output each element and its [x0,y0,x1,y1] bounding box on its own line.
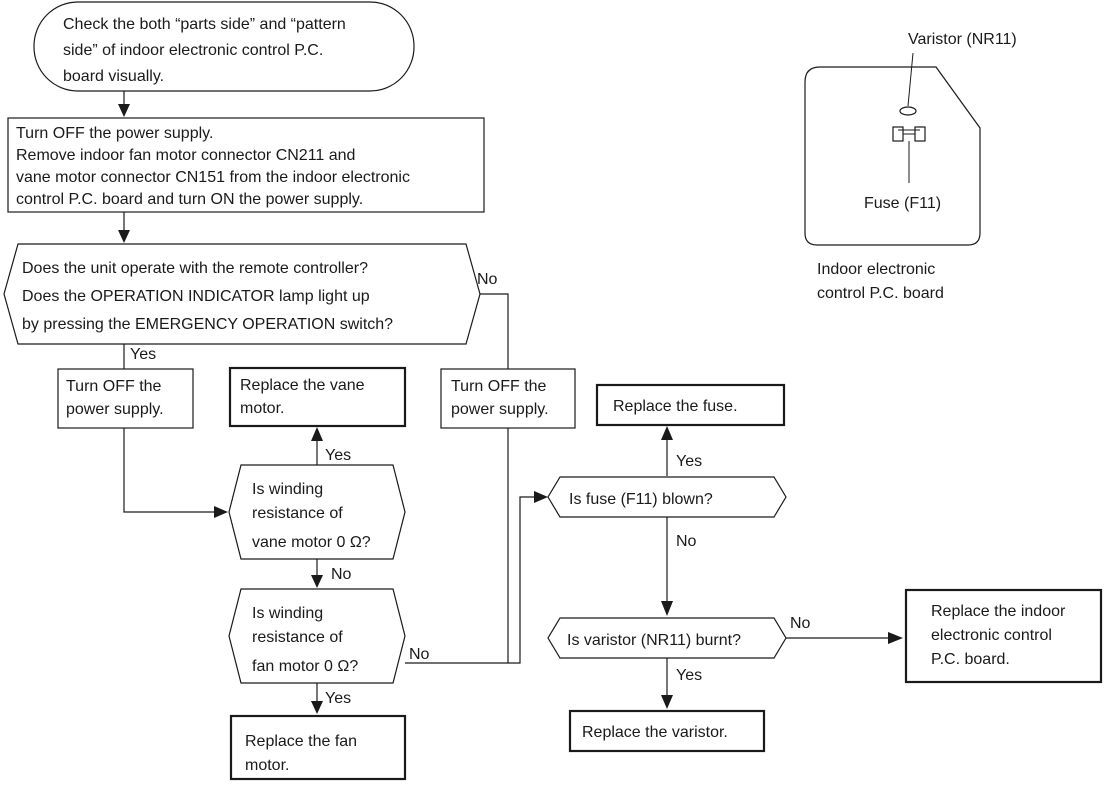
replace-fan-line-2: motor. [245,757,289,774]
step-power-off-line-2: Remove indoor fan motor connector CN211 … [16,147,355,164]
label-fuse-yes: Yes [676,453,702,470]
board-caption-line-1: Indoor electronic [817,261,935,278]
arrow-fuse-yes [661,426,673,440]
label-operate-no: No [477,271,498,288]
step-power-off-shape [7,117,485,213]
arrow-fan-yes [311,701,323,714]
fuse-callout-label: Fuse (F11) [864,195,941,212]
varistor-callout-label: Varistor (NR11) [908,31,1017,48]
decision-varistor-shape [547,617,787,659]
power-off-mid-box: Turn OFF the power supply. [440,368,576,429]
power-off-left-line-2: power supply. [66,401,164,418]
connector-left-to-vane [123,428,216,513]
decision-fuse-shape [547,476,787,518]
arrow-varistor-no [888,632,903,644]
decision-fan-motor: Is winding resistance of fan motor 0 Ω? [228,588,406,684]
label-fan-no: No [409,646,430,663]
power-off-mid-line-2: power supply. [451,401,549,418]
replace-vane-line-1: Replace the vane [240,377,365,394]
step-power-off-line-1: Turn OFF the power supply. [16,125,213,142]
label-varistor-yes: Yes [676,667,702,684]
replace-fuse-box: Replace the fuse. [595,383,786,427]
replace-board-shape [904,588,1103,684]
decision-fuse: Is fuse (F11) blown? [547,476,787,518]
decision-vane-motor: Is winding resistance of vane motor 0 Ω? [228,464,406,560]
replace-fuse-line-1: Replace the fuse. [613,398,738,415]
replace-varistor-shape [568,709,766,753]
connector-to-fuse-decision [508,496,536,664]
replace-varistor-line-1: Replace the varistor. [582,724,728,741]
decision-vane-motor-shape [228,464,406,560]
arrow-fuse-no [661,601,673,616]
decision-fuse-line-1: Is fuse (F11) blown? [569,491,713,508]
arrow-varistor-yes [661,695,673,709]
decision-fan-line-2: resistance of [252,629,343,646]
decision-unit-operates: Does the unit operate with the remote co… [3,243,481,345]
replace-fan-box: Replace the fan motor. [229,714,407,781]
label-fuse-no: No [676,533,697,550]
pc-board-illustration: Varistor (NR11) Fuse (F11) Indoor electr… [804,31,1017,302]
connector-operate-no [480,293,509,369]
start-terminator: Check the both “parts side” and “pattern… [33,1,415,92]
label-fan-yes: Yes [325,690,351,707]
label-varistor-no: No [790,615,811,632]
power-off-left-shape [57,368,194,429]
start-line-1: Check the both “parts side” and “pattern [63,16,346,33]
replace-fan-shape [229,714,407,781]
decision-fan-motor-shape [228,588,406,684]
decision-vane-line-2: resistance of [252,505,343,522]
decision-unit-operates-line-1: Does the unit operate with the remote co… [22,260,368,277]
replace-vane-box: Replace the vane motor. [228,366,407,428]
power-off-mid-line-1: Turn OFF the [451,378,547,395]
start-terminator-shape [33,1,415,92]
label-vane-yes: Yes [325,447,351,464]
decision-unit-operates-shape [3,243,481,345]
decision-unit-operates-line-2: Does the OPERATION INDICATOR lamp light … [22,288,370,305]
start-line-2: side” of indoor electronic control P.C. [63,42,323,59]
replace-fuse-shape [595,383,786,427]
varistor-leader-line [907,52,914,107]
decision-vane-line-1: Is winding [252,481,323,498]
replace-board-line-3: P.C. board. [931,651,1010,668]
arrow-start-to-poweroff [118,104,130,117]
arrow-poweroff-to-decision [118,230,130,243]
step-power-off-box: Turn OFF the power supply. Remove indoor… [7,117,485,213]
arrow-vane-yes [311,427,323,441]
label-operate-yes: Yes [130,346,156,363]
decision-fan-line-3: fan motor 0 Ω? [252,658,358,675]
decision-fan-line-1: Is winding [252,605,323,622]
arrow-to-fuse-decision [534,491,548,503]
fuse-icon [892,126,926,142]
label-vane-no: No [331,566,352,583]
step-power-off-line-4: control P.C. board and turn ON the power… [16,191,363,208]
decision-varistor-line-1: Is varistor (NR11) burnt? [567,632,741,649]
replace-board-box: Replace the indoor electronic control P.… [904,588,1103,684]
replace-vane-shape [228,366,407,428]
arrow-left-to-vane [214,506,228,518]
board-caption-line-2: control P.C. board [817,285,944,302]
decision-unit-operates-line-3: by pressing the EMERGENCY OPERATION swit… [22,316,393,333]
replace-board-line-1: Replace the indoor [931,603,1066,620]
decision-vane-line-3: vane motor 0 Ω? [252,534,371,551]
power-off-left-box: Turn OFF the power supply. [57,368,194,429]
pc-board-outline [804,66,981,246]
power-off-left-line-1: Turn OFF the [66,378,162,395]
replace-board-line-2: electronic control [931,627,1052,644]
replace-vane-line-2: motor. [240,400,284,417]
decision-varistor: Is varistor (NR11) burnt? [547,617,787,659]
start-line-3: board visually. [63,68,164,85]
replace-varistor-box: Replace the varistor. [568,709,766,753]
varistor-icon [899,106,917,116]
replace-fan-line-1: Replace the fan [245,733,357,750]
step-power-off-line-3: vane motor connector CN151 from the indo… [16,169,410,186]
arrow-vane-no [311,575,323,588]
